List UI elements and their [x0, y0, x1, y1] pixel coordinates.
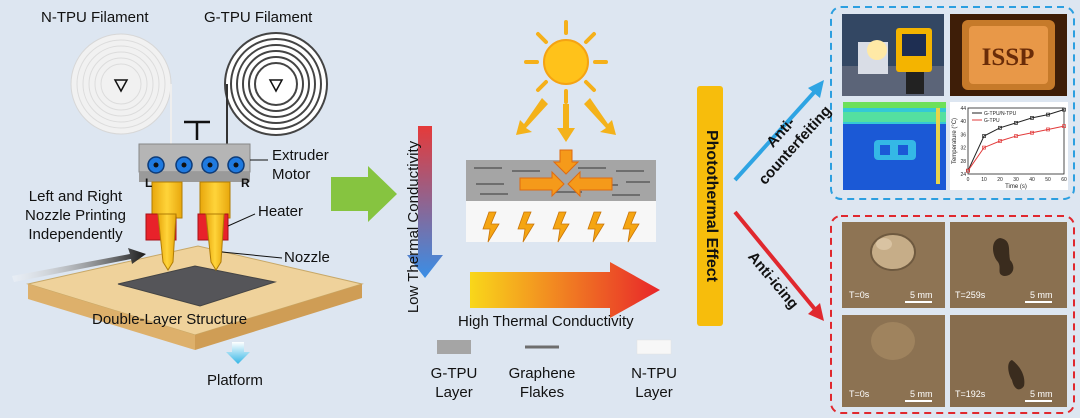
high-thermal-arrow	[470, 262, 660, 318]
x-tick-label-4: 40	[1029, 177, 1035, 183]
nozzle-label: Nozzle	[284, 249, 330, 266]
series-line-1	[967, 125, 1065, 171]
high-thermal-label: High Thermal Conductivity	[458, 313, 634, 330]
leader-heater	[227, 213, 256, 227]
extruder-motor-label: Extruder Motor	[272, 147, 329, 183]
photo-thermal-map	[843, 102, 946, 190]
left-nozzle-letter: L	[145, 176, 153, 190]
legend-label-g-tpu: G-TPU Layer	[430, 365, 478, 401]
legend-swatches	[437, 339, 672, 355]
y-tick-label-3: 36	[960, 132, 966, 138]
n-tpu-spool	[70, 33, 172, 135]
icing-time-3: T=0s	[849, 389, 870, 399]
x-tick-label-1: 10	[981, 177, 987, 183]
low-thermal-label: Low Thermal Conductivity	[405, 140, 422, 314]
series-0-point-3	[1014, 120, 1018, 125]
x-axis-label: Time (s)	[1005, 184, 1027, 190]
legend-swatch-n-tpu	[636, 339, 672, 355]
red-arrow-line	[733, 210, 820, 315]
x-tick-label-3: 30	[1013, 177, 1019, 183]
series-0-point-5	[1046, 112, 1050, 117]
photo-thermal-camera	[842, 14, 944, 96]
light-arrows	[516, 98, 616, 142]
photothermal-bar	[697, 86, 723, 326]
series-1-point-0	[966, 168, 970, 173]
series-1-point-5	[1046, 127, 1050, 132]
t-symbol	[184, 120, 210, 140]
extruder-motor	[138, 143, 251, 182]
icing-time-2: T=259s	[955, 290, 986, 300]
series-1-point-6	[1062, 124, 1066, 129]
series-1-point-1	[982, 145, 986, 150]
x-tick-label-5: 50	[1045, 177, 1051, 183]
right-nozzle-letter: R	[241, 176, 250, 190]
icing-scale-1: 5 mm	[910, 290, 933, 300]
sun-icon	[524, 20, 608, 104]
platform-arrow	[226, 342, 250, 364]
series-1-point-2	[998, 139, 1002, 143]
legend-label-0: G-TPU/N-TPU	[984, 111, 1017, 117]
printed-double-layer	[117, 265, 277, 307]
legend-swatch-g-tpu	[437, 340, 471, 354]
y-tick-label-4: 40	[960, 119, 966, 125]
y-axis-label: Temperature (°C)	[952, 118, 958, 164]
platform-label: Platform	[207, 372, 263, 389]
photo-issp-glow: ISSP	[950, 14, 1067, 96]
icing-time-4: T=192s	[955, 389, 986, 399]
anti-icing-box	[830, 215, 1075, 414]
photothermal-label: Photothermal Effect	[703, 129, 720, 282]
icing-time-1: T=0s	[849, 290, 870, 300]
icing-scale-3: 5 mm	[910, 389, 933, 399]
left-right-printing-label: Left and Right Nozzle Printing Independe…	[25, 188, 126, 243]
heater-label: Heater	[258, 203, 304, 220]
blue-arrow-line	[733, 86, 820, 182]
print-platform	[26, 245, 364, 350]
g-tpu-spool	[224, 32, 328, 136]
green-arrow	[331, 166, 397, 222]
series-0-point-6	[1062, 107, 1066, 112]
chart-plot-area	[967, 107, 1065, 175]
icing-photo-4	[950, 315, 1067, 407]
y-tick-label-2: 32	[960, 146, 966, 152]
y-tick-label-0: 24	[960, 172, 966, 178]
issp-text: ISSP	[982, 44, 1035, 71]
water-droplet-melted	[1008, 360, 1025, 390]
nozzles	[145, 181, 231, 271]
leader-nozzle	[221, 251, 283, 259]
anti-counterfeiting-box	[830, 6, 1075, 200]
x-tick-label-2: 20	[997, 177, 1003, 183]
series-0-point-2	[998, 125, 1002, 130]
icing-scale-2: 5 mm	[1030, 290, 1053, 300]
legend-label-1: G-TPU	[984, 118, 1000, 124]
x-tick-label-6: 60	[1061, 177, 1067, 183]
low-thermal-arrow	[407, 126, 443, 278]
ice-droplet-large	[870, 233, 916, 271]
g-tpu-filament-label: G-TPU Filament	[204, 9, 313, 26]
red-arrow-head	[808, 303, 824, 321]
double-layer-label: Double-Layer Structure	[92, 311, 248, 328]
y-tick-label-5: 44	[960, 106, 966, 112]
legend-label-n-tpu: N-TPU Layer	[631, 365, 677, 401]
series-1-point-3	[1014, 134, 1018, 138]
y-tick-label-1: 28	[960, 159, 966, 165]
double-layer-model	[466, 149, 656, 243]
n-tpu-filament-label: N-TPU Filament	[41, 9, 149, 26]
ice-droplet-faint	[871, 322, 915, 360]
blue-arrow-head	[808, 80, 824, 98]
series-1-point-4	[1030, 130, 1034, 135]
icing-photos	[842, 222, 1067, 407]
x-tick-label-0: 0	[967, 177, 970, 183]
filament-spools	[70, 32, 328, 136]
series-0-point-4	[1030, 116, 1034, 120]
series-line-0	[967, 109, 1065, 171]
series-0-point-1	[982, 134, 986, 138]
feed-arrow	[12, 248, 146, 282]
legend-label-graphene: Graphene Flakes	[508, 365, 576, 401]
icing-scale-4: 5 mm	[1030, 389, 1053, 399]
water-droplet-small	[993, 238, 1014, 276]
